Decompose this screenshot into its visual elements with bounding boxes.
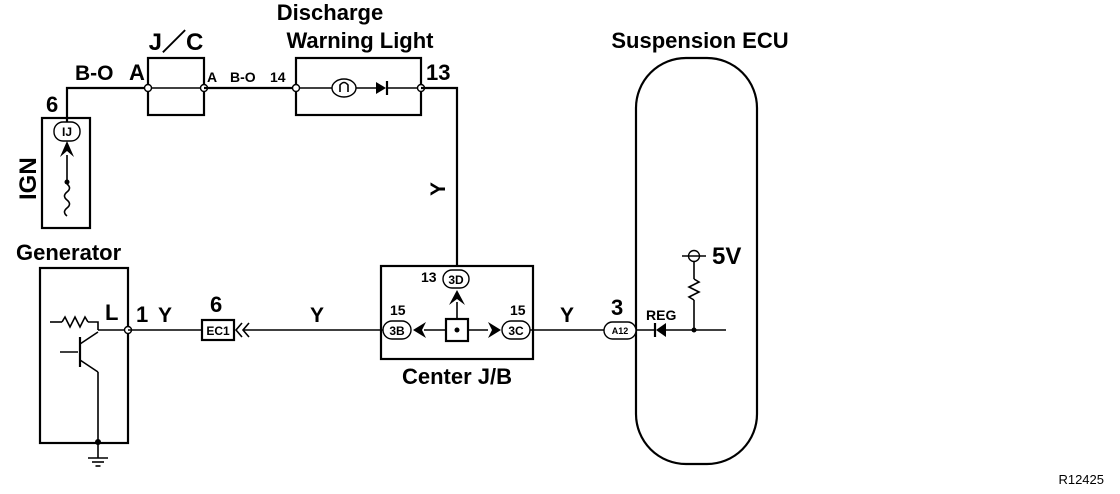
jc-label: J／C — [149, 29, 204, 56]
light-label-line2: Warning Light — [286, 28, 434, 53]
ecu-diode-icon — [656, 323, 666, 337]
light-label-line1: Discharge — [277, 0, 383, 25]
jb-right-pin: 15 — [510, 302, 526, 318]
jb-left-pin: 15 — [390, 302, 406, 318]
jc-pin-out: A — [207, 69, 217, 85]
ij-connector-label: IJ — [62, 125, 72, 139]
wire-ign-to-jc — [65, 86, 148, 122]
generator-pin: 1 — [136, 302, 148, 327]
center-jb-box — [379, 264, 535, 361]
ecu-connector-label: A12 — [612, 326, 629, 336]
reference-code: R12425 — [1058, 472, 1104, 487]
jb-left-connector — [382, 320, 412, 340]
jc-pin-in: A — [129, 60, 145, 85]
generator-terminal-l: L — [105, 300, 118, 325]
jc-box — [146, 56, 206, 117]
ign-pin-number: 6 — [46, 92, 58, 117]
wire-label-y-gen: Y — [158, 304, 172, 327]
center-jb: Center J/B 13 3D 15 3B 15 3C — [379, 264, 535, 389]
ign-coil-icon — [63, 183, 71, 217]
jb-top-pin: 13 — [421, 269, 437, 285]
center-jb-label: Center J/B — [402, 364, 512, 389]
discharge-warning-light: Discharge Warning Light 14 13 — [270, 0, 450, 117]
wire-label-b-o-1: B-O — [75, 62, 114, 85]
ign-label: IGN — [15, 157, 42, 200]
ec1-pin: 6 — [210, 292, 222, 317]
jb-top-connector-label: 3D — [448, 273, 464, 287]
chevron-left-icon — [234, 322, 243, 338]
connector-arrow-icon — [60, 141, 74, 157]
ec1-label: EC1 — [206, 324, 230, 338]
wire-label-y-vertical: Y — [427, 182, 450, 196]
light-pin-out: 13 — [426, 60, 450, 85]
generator-label: Generator — [16, 240, 122, 265]
ign-block: IJ IGN 6 — [15, 92, 92, 230]
diode-icon — [376, 82, 386, 94]
generator-block: Generator L — [16, 240, 133, 467]
jb-left-connector-label: 3B — [389, 324, 405, 338]
light-box — [294, 56, 423, 117]
jb-top-connector — [442, 269, 470, 289]
wire-label-b-o-2: B-O — [230, 69, 256, 85]
jb-right-connector-label: 3C — [508, 324, 524, 338]
wire-label-y-ecu: Y — [560, 304, 574, 327]
ec1-connector: EC1 6 — [200, 292, 250, 342]
resistor-icon — [61, 315, 89, 329]
ecu-pin: 3 — [611, 295, 623, 320]
ecu-body — [634, 56, 759, 466]
ecu-label: Suspension ECU — [611, 28, 788, 53]
ecu-reg-label: REG — [646, 307, 676, 323]
wire-label-y-mid: Y — [310, 304, 324, 327]
jc-block: J／C A A — [129, 29, 217, 117]
ecu-supply-label: 5V — [712, 243, 741, 270]
light-pin-in: 14 — [270, 69, 286, 85]
wire-light-to-jb — [421, 86, 459, 266]
generator-box — [38, 266, 130, 445]
pullup-resistor-icon — [687, 278, 701, 301]
suspension-ecu: Suspension ECU 3 A12 REG 5V — [603, 28, 789, 466]
ec1-box — [200, 318, 236, 342]
